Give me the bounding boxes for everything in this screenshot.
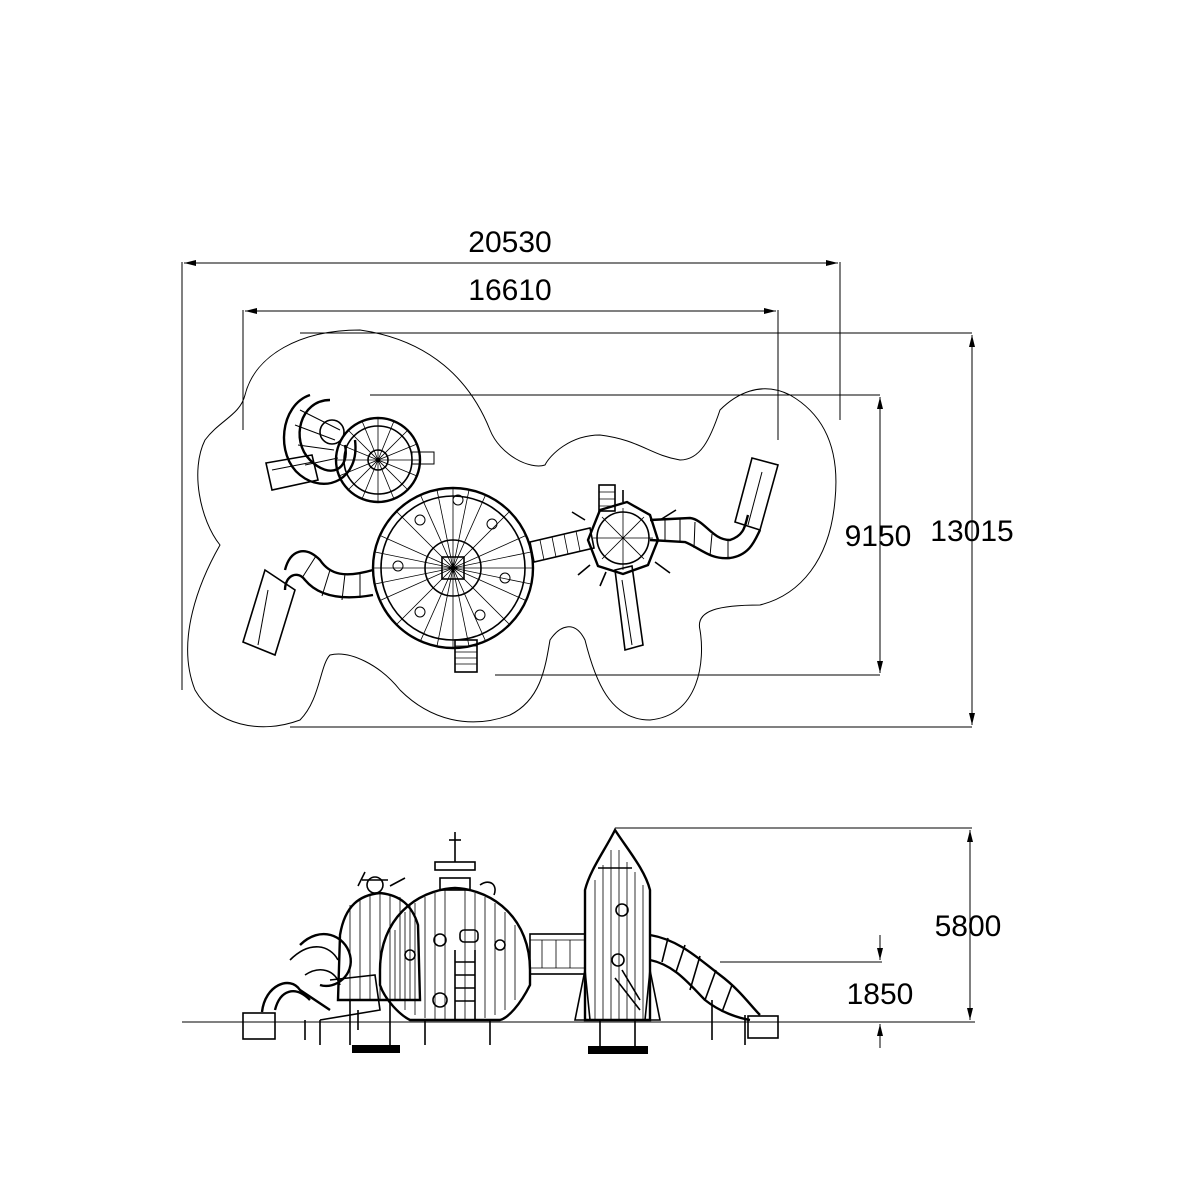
large-dome-elevation — [378, 832, 532, 1045]
dim-platform-height: 1850 — [847, 978, 914, 1011]
dim-overall-depth: 13015 — [930, 515, 1013, 548]
right-tube-slide — [649, 457, 779, 560]
connecting-bridge — [529, 527, 595, 563]
small-tower-plan — [334, 416, 435, 504]
safety-zone-outline — [187, 329, 837, 728]
rocket-elevation — [574, 827, 661, 1054]
dim-inner-depth: 9150 — [845, 520, 912, 553]
dim-overall-width: 20530 — [468, 226, 551, 259]
plan-view: 20530 16610 9150 13015 — [181, 226, 1014, 728]
left-slide-elevation — [242, 933, 381, 1045]
spiral-tube-slide — [265, 393, 357, 491]
right-slide-elevation — [649, 933, 779, 1045]
large-dome-plan — [371, 486, 535, 673]
rocket-tower-plan — [571, 484, 677, 652]
small-tower-elevation — [336, 871, 422, 1053]
dim-total-height: 5800 — [935, 910, 1002, 943]
left-tube-slide — [242, 550, 374, 657]
dim-inner-width: 16610 — [468, 274, 551, 307]
bridge-elevation — [529, 933, 586, 975]
elevation-view: 5800 1850 — [182, 827, 1002, 1054]
